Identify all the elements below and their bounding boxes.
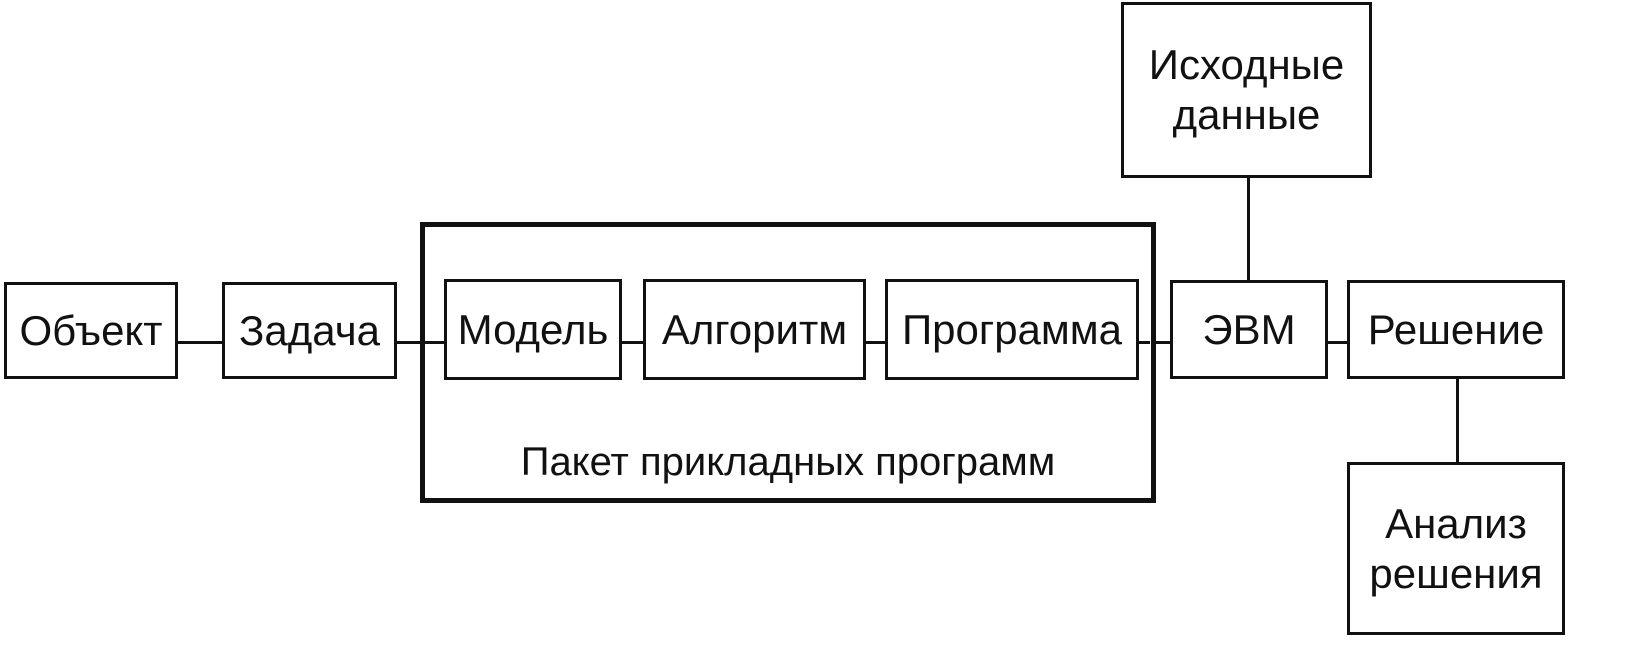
connector-input-computer [1247, 176, 1250, 282]
application-package-frame [420, 222, 1156, 503]
connector-object-task [176, 341, 224, 344]
connector-program-package [1137, 341, 1150, 344]
connector-package-model [425, 341, 446, 344]
connector-algorithm-program [864, 341, 887, 344]
connector-task-package [395, 341, 420, 344]
node-computer: ЭВМ [1170, 280, 1328, 379]
node-solution: Решение [1347, 280, 1565, 379]
node-task: Задача [222, 282, 397, 379]
node-object: Объект [4, 282, 178, 379]
connector-solution-analysis [1456, 378, 1459, 464]
application-package-label: Пакет прикладных программ [520, 440, 1056, 484]
connector-model-algorithm [620, 341, 645, 344]
node-algorithm: Алгоритм [643, 279, 866, 380]
node-model: Модель [444, 279, 622, 380]
connector-package-computer [1155, 341, 1172, 344]
node-input-data: Исходные данные [1121, 2, 1372, 178]
node-program: Программа [885, 279, 1139, 380]
node-solution-analysis: Анализ решения [1347, 462, 1565, 635]
connector-computer-solution [1326, 341, 1349, 344]
